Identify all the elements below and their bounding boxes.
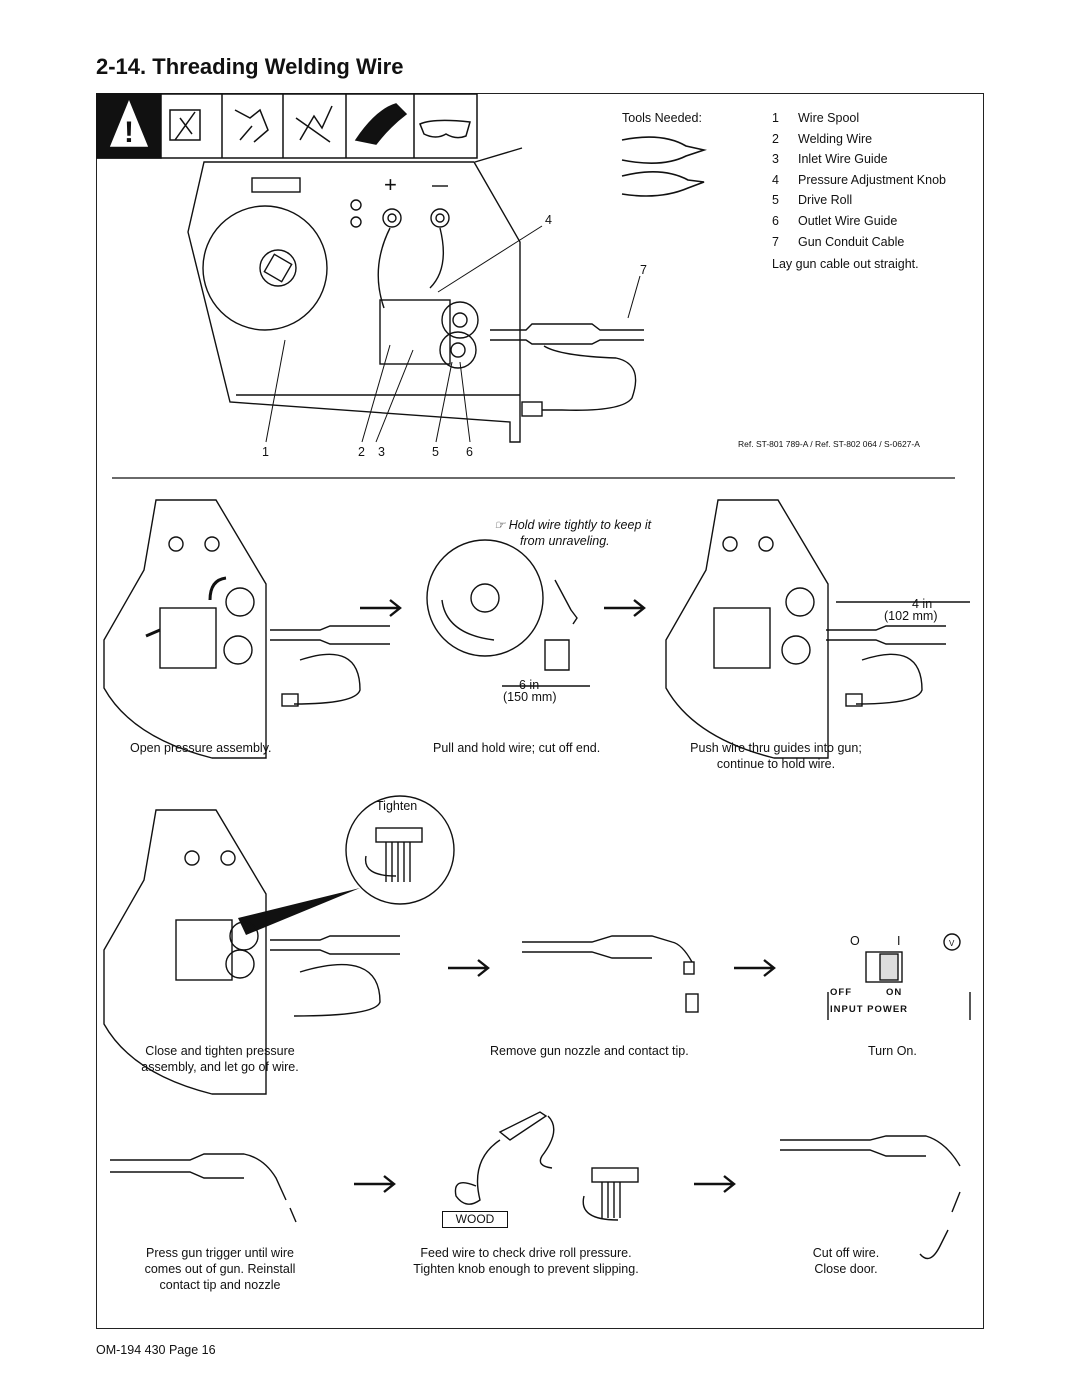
pliers-icon	[621, 136, 707, 197]
legend-num: 2	[772, 131, 779, 146]
arrow-icon	[354, 599, 776, 1193]
spool-cut-diagram	[426, 539, 590, 687]
hold-note-line2: from unraveling.	[520, 534, 610, 548]
callout-3: 3	[378, 445, 385, 459]
safety-icons: !	[96, 93, 478, 159]
callout-4: 4	[545, 213, 552, 227]
svg-text:!: !	[124, 116, 134, 149]
callout-1: 1	[262, 445, 269, 459]
page-footer: OM-194 430 Page 16	[96, 1343, 216, 1357]
step-feed-wire-2: Tighten knob enough to prevent slipping.	[413, 1262, 639, 1276]
step-press-trigger-3: contact tip and nozzle	[159, 1278, 281, 1292]
callout-leaders	[265, 225, 641, 443]
legend-num: 1	[772, 111, 779, 125]
gun-nozzle-diagram	[522, 935, 699, 1013]
step-pull-hold: Pull and hold wire; cut off end.	[433, 741, 601, 755]
legend-num: 7	[772, 234, 779, 249]
switch-off-label: OFF	[830, 987, 852, 998]
legend-item: 4 Pressure Adjustment Knob	[772, 170, 946, 191]
switch-o-symbol: O	[850, 934, 860, 948]
switch-v-symbol: V	[949, 939, 955, 948]
legend-label: Welding Wire	[798, 131, 873, 146]
trigger-diagram	[110, 1153, 297, 1223]
legend-item: 3 Inlet Wire Guide	[772, 149, 946, 170]
legend-num: 5	[772, 193, 779, 208]
legend-item: 7 Gun Conduit Cable	[772, 232, 946, 253]
legend-label: Wire Spool	[798, 111, 860, 125]
step-cut-off-1: Cut off wire.	[812, 1246, 880, 1260]
cut-wire-diagram	[780, 1135, 961, 1260]
callout-6: 6	[466, 445, 473, 459]
reference-number: Ref. ST-801 789-A / Ref. ST-802 064 / S-…	[738, 439, 920, 449]
open-pressure-diagram	[103, 499, 390, 759]
feed-wire-diagram	[454, 1111, 639, 1221]
legend-item: 6 Outlet Wire Guide	[772, 211, 946, 232]
step-cut-off-2: Close door.	[814, 1262, 878, 1276]
callout-5: 5	[432, 445, 439, 459]
page-title: 2-14. Threading Welding Wire	[96, 54, 404, 79]
push-wire-diagram	[665, 499, 970, 759]
step-push-wire-1: Push wire thru guides into gun;	[690, 741, 862, 755]
legend-item: 2 Welding Wire	[772, 129, 946, 150]
step-press-trigger-2: comes out of gun. Reinstall	[144, 1262, 296, 1276]
legend-item: 5 Drive Roll	[772, 190, 946, 211]
hold-note-line1: Hold wire tightly to keep it	[508, 518, 652, 532]
legend-label: Outlet Wire Guide	[798, 213, 898, 228]
input-power-label: INPUT POWER	[830, 1004, 909, 1015]
legend-item: 1 Wire Spool	[772, 108, 946, 129]
step-open-pressure: Open pressure assembly.	[130, 741, 272, 755]
step-push-wire-2: continue to hold wire.	[716, 757, 836, 771]
dim-150mm: (150 mm)	[503, 690, 557, 704]
legend-label: Gun Conduit Cable	[798, 234, 905, 249]
callout-2: 2	[358, 445, 365, 459]
hold-note: ☞ Hold wire tightly to keep it	[494, 518, 652, 532]
legend-num: 4	[772, 172, 779, 187]
tools-needed-label: Tools Needed:	[622, 111, 702, 125]
tighten-label: Tighten	[376, 799, 418, 813]
dim-102mm: (102 mm)	[884, 609, 938, 623]
instruction-frame	[96, 93, 984, 1329]
step-press-trigger-1: Press gun trigger until wire	[146, 1246, 294, 1260]
step-turn-on: Turn On.	[868, 1044, 917, 1058]
step-remove-nozzle: Remove gun nozzle and contact tip.	[490, 1044, 689, 1058]
main-feeder-diagram: +	[187, 147, 644, 443]
tighten-diagram	[103, 795, 455, 1095]
dim-4in: 4 in	[912, 597, 933, 611]
switch-i-symbol: I	[897, 934, 901, 948]
step-close-tighten-1: Close and tighten pressure	[145, 1044, 295, 1058]
legend-num: 3	[772, 152, 779, 167]
legend-label: Drive Roll	[798, 193, 853, 208]
wood-block-label: WOOD	[442, 1211, 508, 1228]
legend-num: 6	[772, 213, 779, 228]
legend-label: Inlet Wire Guide	[798, 152, 888, 167]
lay-gun-note: Lay gun cable out straight.	[772, 257, 919, 272]
svg-text:+: +	[384, 172, 397, 197]
step-close-tighten-2: assembly, and let go of wire.	[141, 1060, 299, 1074]
dim-6in: 6 in	[519, 678, 540, 692]
parts-legend: 1 Wire Spool 2 Welding Wire 3 Inlet Wire Gu…	[772, 108, 946, 275]
step-feed-wire-1: Feed wire to check drive roll pressure.	[420, 1246, 632, 1260]
power-switch-diagram	[827, 933, 971, 1020]
legend-label: Pressure Adjustment Knob	[798, 172, 946, 187]
switch-on-label: ON	[886, 987, 903, 998]
callout-7: 7	[640, 263, 647, 277]
